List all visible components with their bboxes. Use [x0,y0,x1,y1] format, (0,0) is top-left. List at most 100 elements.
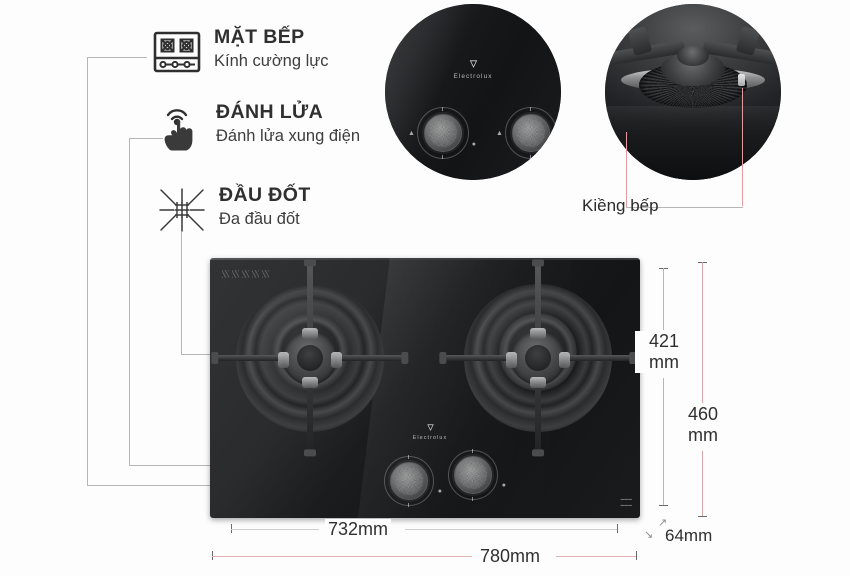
knob-left-ring [417,107,469,159]
dim-732-line-left [231,529,319,530]
pointer-line-grate-right [742,88,743,206]
feature-cooktop: MẶT BẾP Kính cường lực [150,25,329,79]
knob-right-tick-top [530,107,531,111]
burner-right-petal-left [506,352,517,368]
hob-knob-right-texture [459,461,487,489]
feature-title: ĐẦU ĐỐT [219,184,311,206]
connector-line-feature3-bottom [181,354,221,355]
hob-knob-left-tick-top [408,455,409,459]
dim-421-cap-bottom [659,505,668,506]
dim-421-line-upper [663,268,664,330]
ignitor-electrode [738,74,745,86]
electrolux-wordmark: Electrolux [453,73,493,80]
dim-780-line-left [212,556,472,557]
electrolux-wordmark: Electrolux [412,435,448,441]
burner-left-cap [297,345,323,371]
burner-left-petal-top [302,328,318,339]
pointer-line-grate-left [626,132,627,207]
dim-732-line-right [405,529,618,530]
dim-460-line-lower [702,451,703,516]
hob-knob-left-texture [395,467,423,495]
hob-knob-right-assembly: ● [448,449,506,501]
knob-left-tick-bottom [442,155,443,159]
hob-knob-right-ring [448,450,498,500]
hob-knob-right-tick-bottom [472,497,473,501]
top-edge-highlight [210,258,640,260]
hob-knob-right-flame-icon: ● [501,482,506,489]
connector-line-feature3-vertical [181,232,182,354]
hob-knob-right-tick-top [472,449,473,453]
tap-ignition-icon [152,100,206,154]
burner-cap-inner [677,46,709,66]
hob-knob-left-tick-bottom [408,503,409,507]
feature-ignition: ĐÁNH LỬA Đánh lửa xung điện [152,100,360,154]
hob-knob-left[interactable] [390,462,428,500]
dim-460-cap-bottom [698,516,707,517]
hob-knob-left-ring [384,456,434,506]
dim-780-cap-right [636,551,637,560]
burner-left-petal-right [331,352,342,368]
feature-title: ĐÁNH LỬA [216,101,324,123]
connector-line-feature2-vertical [129,138,130,465]
dim-460-line-upper [702,262,703,403]
callout-grate-label: Kiềng bếp [582,196,659,215]
dim-732-cap-right [617,524,618,533]
dim-64-arrow-lower: ↘ [644,529,654,541]
knob-left-assembly: ▲ ● [408,107,476,159]
cooktop-icon [150,25,204,79]
dim-64-value: 64mm [662,526,716,547]
hob-corner-marking: ▬▬▬▬▬▬ [620,497,632,507]
dim-780-value: 780mm [477,546,544,568]
electrolux-mark: ▿ [469,55,478,72]
feature-subtitle: Kính cường lực [214,51,329,70]
dim-460-value: 460 mm [674,404,732,447]
burner-right-petal-top [530,328,546,339]
knob-left-flame-low-icon: ▲ [408,130,415,137]
hob-burner-left [211,259,410,458]
hob-knob-left-flame-icon: ● [437,488,442,495]
brand-logo-hob: ▿ Electrolux [400,420,460,441]
hob-knob-right[interactable] [454,456,492,494]
hob-knob-left-assembly: ● [384,455,442,507]
dim-780-line-right [556,556,637,557]
feature-subtitle: Đa đầu đốt [219,209,300,228]
burner-star-icon [155,183,209,237]
knob-left-tick-top [442,107,443,111]
dim-732-cap-left [231,524,232,533]
dim-732-value: 732mm [325,519,392,541]
dim-780-cap-left [212,551,213,560]
surface-marking [222,270,269,278]
hob-burner-right [439,259,638,458]
burner-left-petal-left [278,352,289,368]
brand-logo-top: ▿ Electrolux [385,56,561,80]
hob-closeup-photo: ▿ Electrolux ▲ ● ▲ ● [385,4,561,180]
feature-subtitle: Đánh lửa xung điện [216,126,361,145]
knob-right-flame-low-icon: ▲ [496,130,503,137]
connector-line-feature2-horizontal [129,138,163,139]
main-hob-product: ▿ Electrolux ● ● ▬▬▬▬▬▬ [210,258,640,518]
burner-right-petal-bottom [530,377,546,388]
knob-right-flame-high-icon: ● [560,141,561,148]
feature-burner: ĐẦU ĐỐT Đa đầu đốt [155,183,311,237]
feature-title: MẶT BẾP [214,26,305,48]
knob-right-texture [517,119,545,147]
pointer-line-grate-bottom [626,207,743,208]
connector-line-feature1-horizontal [87,57,147,58]
burner-right-cap [525,345,551,371]
connector-line-feature1-bottom [87,485,213,486]
knob-right-ring [505,107,557,159]
dim-421-value: 421 mm [635,331,693,374]
knob-right-tick-bottom [530,155,531,159]
electrolux-mark: ▿ [427,419,434,434]
knob-right-assembly: ▲ ● [496,107,561,159]
burner-right-petal-right [559,352,570,368]
connector-line-feature1-vertical [87,57,88,485]
knob-left-texture [429,119,457,147]
knob-right[interactable] [512,114,550,152]
knob-left[interactable] [424,114,462,152]
burner-base-glass [605,106,781,180]
connector-line-feature2-bottom [129,465,249,466]
burner-closeup-photo [605,4,781,180]
knob-left-flame-high-icon: ● [471,141,476,148]
